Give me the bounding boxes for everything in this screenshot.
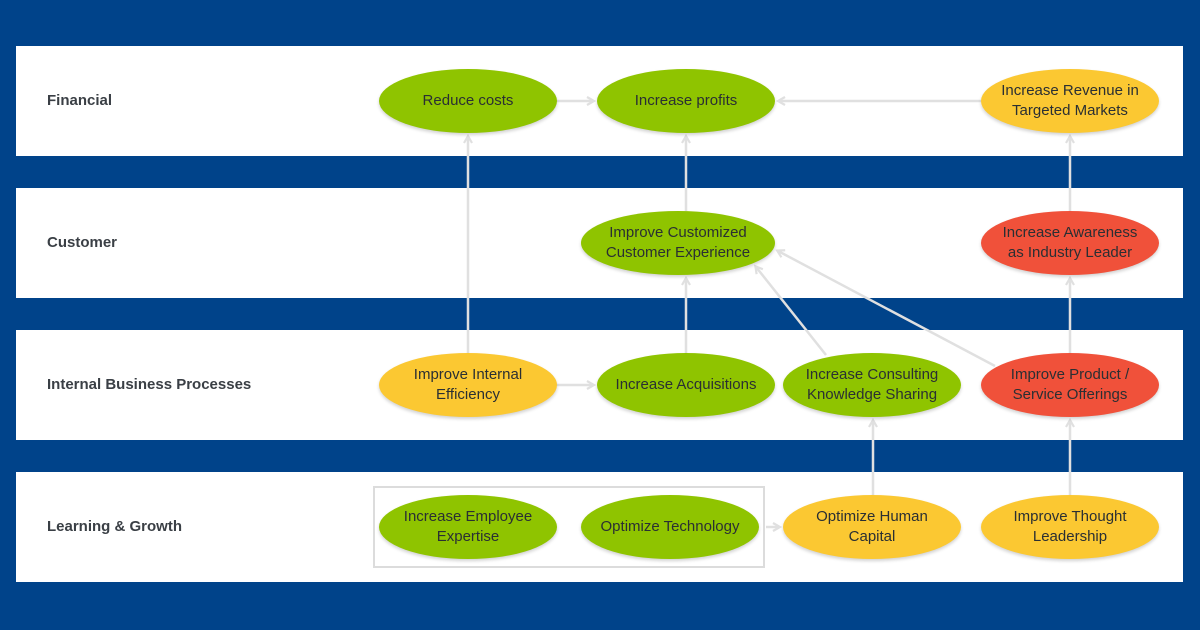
learning-group-box xyxy=(373,486,765,568)
objective-label: Improve Customized Customer Experience xyxy=(605,224,751,261)
objective-label: Improve Product / Service Offerings xyxy=(1010,366,1130,403)
objective-increase-knowledge-sharing[interactable]: Increase Consulting Knowledge Sharing xyxy=(783,353,961,417)
connector-improve-offerings-to-improve-customer-experience xyxy=(778,251,996,368)
perspective-label-learning-growth: Learning & Growth xyxy=(47,518,182,535)
objective-label: Optimize Technology xyxy=(600,518,740,535)
objective-improve-internal-efficiency[interactable]: Improve Internal Efficiency xyxy=(379,353,557,417)
objective-label: Reduce costs xyxy=(422,92,514,109)
objective-increase-profits[interactable]: Increase profits xyxy=(597,69,775,133)
objective-label: Increase Employee Expertise xyxy=(403,508,533,545)
objective-improve-offerings[interactable]: Improve Product / Service Offerings xyxy=(981,353,1159,417)
objective-label: Increase Awareness as Industry Leader xyxy=(1002,224,1138,261)
objective-label: Increase Consulting Knowledge Sharing xyxy=(805,366,939,403)
objective-optimize-human-capital[interactable]: Optimize Human Capital xyxy=(783,495,961,559)
objective-reduce-costs[interactable]: Reduce costs xyxy=(379,69,557,133)
perspective-label-customer: Customer xyxy=(47,234,118,251)
perspective-label-financial: Financial xyxy=(47,92,113,109)
objective-label: Increase Acquisitions xyxy=(615,376,757,393)
objective-label: Improve Internal Efficiency xyxy=(413,366,523,403)
objective-label: Increase Revenue in Targeted Markets xyxy=(1001,82,1139,119)
objective-increase-acquisitions[interactable]: Increase Acquisitions xyxy=(597,353,775,417)
connector-increase-knowledge-sharing-to-improve-customer-experience xyxy=(756,267,827,356)
objective-increase-employee-expertise[interactable]: Increase Employee Expertise xyxy=(379,495,557,559)
objective-optimize-technology[interactable]: Optimize Technology xyxy=(581,495,759,559)
objective-increase-revenue[interactable]: Increase Revenue in Targeted Markets xyxy=(981,69,1159,133)
perspective-label-internal-business-processes: Internal Business Processes xyxy=(47,376,252,393)
objective-improve-thought-leadership[interactable]: Improve Thought Leadership xyxy=(981,495,1159,559)
objective-label: Optimize Human Capital xyxy=(816,508,928,545)
objective-increase-awareness[interactable]: Increase Awareness as Industry Leader xyxy=(981,211,1159,275)
objective-improve-customer-experience[interactable]: Improve Customized Customer Experience xyxy=(581,211,775,275)
objective-label: Improve Thought Leadership xyxy=(1013,508,1127,545)
objective-label: Increase profits xyxy=(634,92,738,109)
